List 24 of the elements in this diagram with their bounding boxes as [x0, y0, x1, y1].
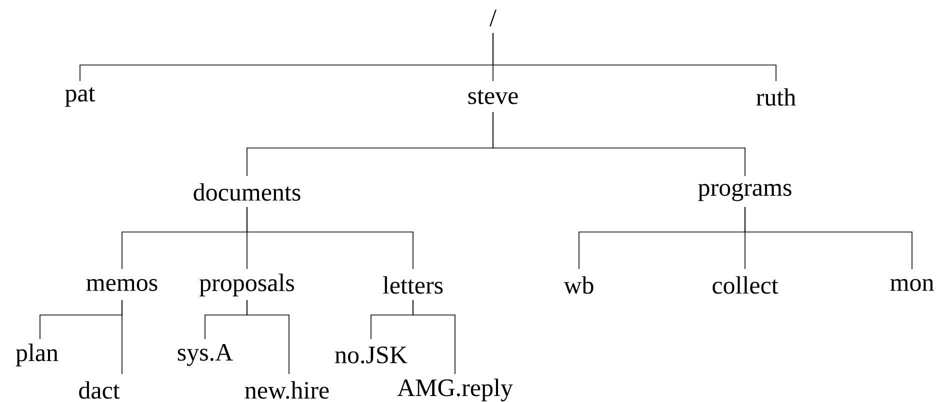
- tree-label: sys.A: [178, 344, 233, 366]
- tree-label: mon: [890, 279, 934, 292]
- tree-label: ruth: [756, 88, 796, 106]
- tree-label: plan: [16, 344, 58, 366]
- tree-connector: [246, 300, 290, 374]
- tree-connector: [412, 300, 456, 374]
- tree-label: no.JSK: [335, 346, 408, 364]
- tree-connector: [492, 32, 776, 82]
- tree-label: new.hire: [245, 381, 329, 399]
- tree-connector: [246, 206, 414, 270]
- tree-label: wb: [564, 276, 594, 294]
- tree-label: documents: [194, 183, 300, 201]
- tree-label: collect: [712, 276, 778, 294]
- tree-label: proposals: [200, 274, 294, 296]
- tree-connector: [492, 112, 746, 176]
- tree-label: /: [490, 10, 496, 26]
- tree-label: dact: [79, 381, 120, 399]
- tree-label: programs: [698, 182, 792, 202]
- tree-label: letters: [382, 276, 443, 294]
- tree-label: pat: [65, 87, 96, 107]
- tree-connector: [744, 206, 912, 270]
- tree-label: steve: [468, 90, 518, 104]
- tree-label: AMG.reply: [397, 378, 513, 402]
- tree-label: memos: [86, 279, 158, 292]
